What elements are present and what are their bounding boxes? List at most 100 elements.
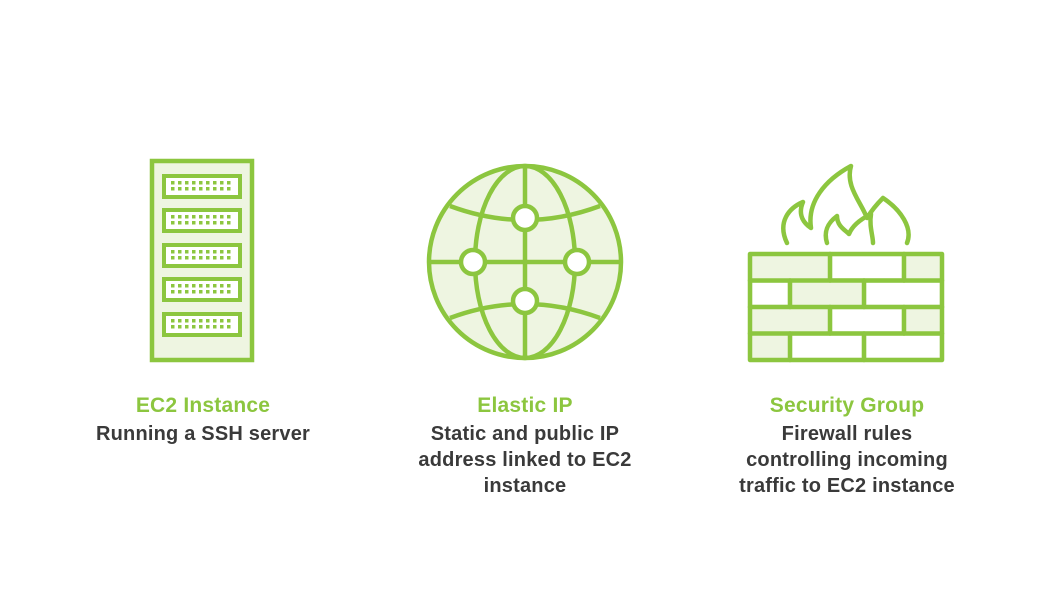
slot-dot [192, 181, 196, 185]
slot-dot [213, 250, 217, 254]
ec2-instance-card: EC2 Instance Running a SSH server [33, 0, 373, 590]
slot-dot [185, 215, 189, 219]
slot-dot [185, 181, 189, 185]
card-title: EC2 Instance [135, 394, 271, 417]
slot-dot [220, 250, 224, 254]
server-slot [162, 174, 242, 199]
slot-dot [192, 187, 196, 191]
slot-dot [199, 250, 203, 254]
slot-dot [213, 221, 217, 225]
slot-dot [178, 221, 182, 225]
slot-dot [206, 284, 210, 288]
slot-dot [178, 256, 182, 260]
slot-dot [206, 215, 210, 219]
slot-dot [227, 319, 231, 323]
slot-dot [227, 181, 231, 185]
slot-dot [192, 215, 196, 219]
slot-dot [199, 181, 203, 185]
slot-dot [192, 290, 196, 294]
card-title: Elastic IP [477, 394, 573, 417]
slot-dot [220, 325, 224, 329]
card-title: Security Group [769, 394, 925, 417]
slot-dot [213, 181, 217, 185]
slot-dot [171, 250, 175, 254]
slot-dot [206, 325, 210, 329]
server-slot [162, 312, 242, 337]
slot-dot [178, 250, 182, 254]
slot-dot [192, 250, 196, 254]
slot-dot [206, 319, 210, 323]
slot-dot [178, 284, 182, 288]
slot-dot [213, 319, 217, 323]
slot-dot [192, 325, 196, 329]
slot-dot [178, 215, 182, 219]
slot-dot [199, 187, 203, 191]
slot-dot [220, 221, 224, 225]
slot-dot [220, 215, 224, 219]
firewall-icon [747, 163, 945, 363]
slot-dot [178, 290, 182, 294]
slot-dot [206, 250, 210, 254]
elastic-ip-card: Elastic IP Static and public IP address … [355, 0, 695, 590]
slot-dot [185, 325, 189, 329]
slot-dot [178, 325, 182, 329]
slot-dot [227, 221, 231, 225]
slot-dot [206, 187, 210, 191]
slot-dot [199, 290, 203, 294]
server-slot [162, 208, 242, 233]
server-slot [162, 243, 242, 268]
card-description: Firewall rules controlling incoming traf… [739, 423, 955, 497]
slot-dot [171, 325, 175, 329]
slot-dot [185, 187, 189, 191]
slot-dot [227, 187, 231, 191]
slot-dot [199, 325, 203, 329]
slot-dot [192, 221, 196, 225]
slot-dot [213, 187, 217, 191]
slot-dot [171, 284, 175, 288]
slot-dot [171, 215, 175, 219]
slot-dot [171, 221, 175, 225]
slot-dot [220, 284, 224, 288]
slot-dot [206, 181, 210, 185]
slot-dot [213, 284, 217, 288]
slot-dot [178, 319, 182, 323]
slot-dot [227, 284, 231, 288]
security-group-card: Security Group Firewall rules controllin… [677, 0, 1017, 590]
slot-dot [199, 256, 203, 260]
slot-dot [220, 187, 224, 191]
globe-network-icon [426, 163, 624, 361]
slot-dot [227, 325, 231, 329]
slot-dot [199, 284, 203, 288]
server-rack-icon [149, 158, 255, 363]
slot-dot [213, 290, 217, 294]
slot-dot [206, 256, 210, 260]
card-description: Running a SSH server [95, 423, 311, 445]
slot-dot [171, 319, 175, 323]
slot-dot [178, 187, 182, 191]
slot-dot [185, 250, 189, 254]
slot-dot [192, 256, 196, 260]
slot-dot [171, 181, 175, 185]
slot-dot [220, 290, 224, 294]
slot-dot [171, 256, 175, 260]
slot-dot [220, 256, 224, 260]
slot-dot [199, 221, 203, 225]
slot-dot [171, 290, 175, 294]
slot-dot [192, 319, 196, 323]
slot-dot [185, 284, 189, 288]
slot-dot [220, 181, 224, 185]
slot-dot [227, 215, 231, 219]
slot-dot [185, 256, 189, 260]
slot-dot [213, 256, 217, 260]
slot-dot [227, 250, 231, 254]
slot-dot [227, 290, 231, 294]
slot-dot [220, 319, 224, 323]
slot-dot [185, 319, 189, 323]
slot-dot [206, 221, 210, 225]
slot-dot [213, 215, 217, 219]
server-slot [162, 277, 242, 302]
slot-dot [199, 319, 203, 323]
slot-dot [213, 325, 217, 329]
slot-dot [227, 256, 231, 260]
slot-dot [206, 290, 210, 294]
